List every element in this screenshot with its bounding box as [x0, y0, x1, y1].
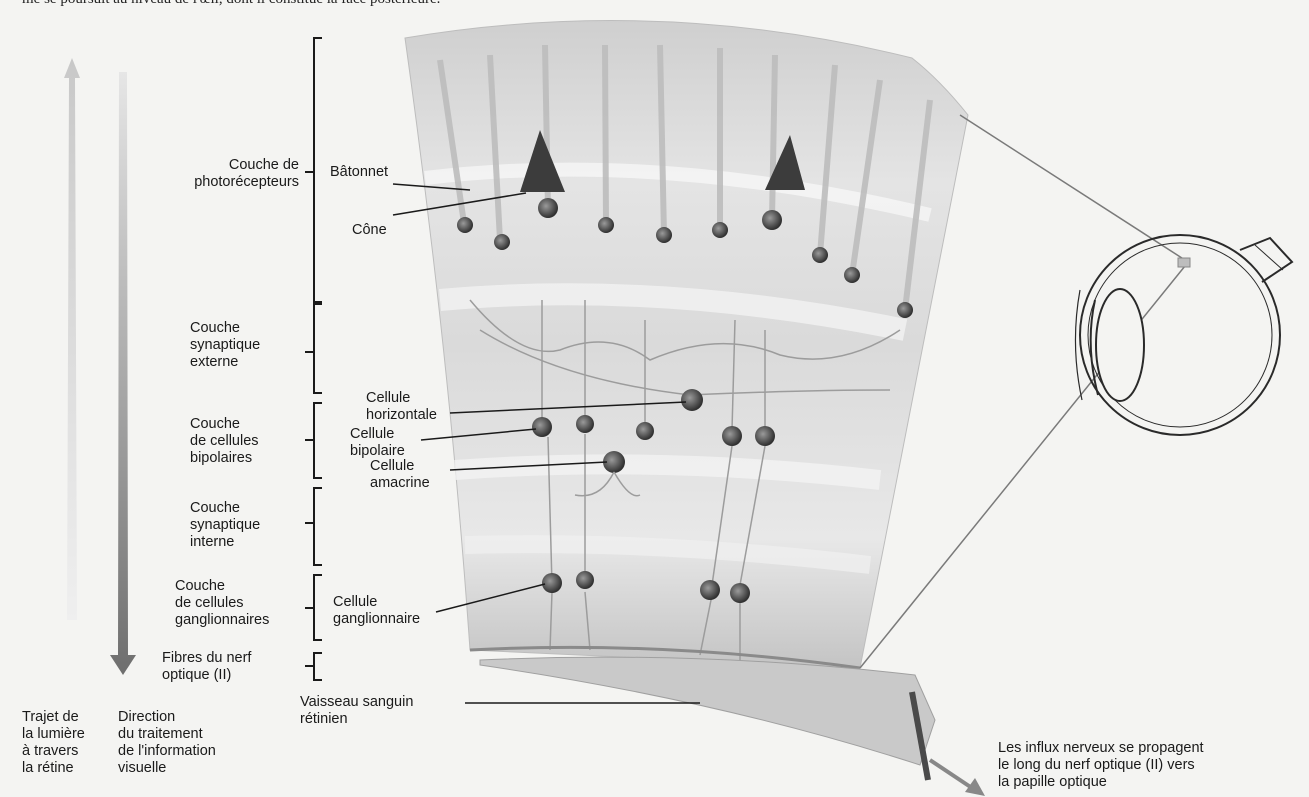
cell-body [844, 267, 860, 283]
processing-direction-label: Direction du traitement de l'information… [118, 709, 216, 777]
bipolar-cell-body [636, 422, 654, 440]
ganglion-cell-body [730, 583, 750, 603]
bipolar-cell-body [532, 417, 552, 437]
cone-label: Cône [352, 222, 387, 239]
impulse-arrow [930, 760, 972, 788]
light-path-arrow [64, 58, 80, 620]
cell-body [457, 217, 473, 233]
cell-body [897, 302, 913, 318]
layer-optic-fibers: Fibres du nerf optique (II) [162, 650, 251, 684]
bipolar-cell-label: Cellule bipolaire [350, 426, 405, 460]
light-path-label: Trajet de la lumière à travers la rétine [22, 709, 85, 777]
layer-photoreceptors: Couche de photorécepteurs [147, 157, 299, 191]
bipolar-cell-body [722, 426, 742, 446]
ganglion-cell-body [542, 573, 562, 593]
processing-direction-arrow [110, 72, 136, 675]
blood-vessel [480, 657, 935, 765]
layer-inner-synaptic: Couche synaptique interne [190, 500, 260, 551]
layer-ganglion: Couche de cellules ganglionnaires [175, 578, 269, 629]
eyeball-illustration [1075, 235, 1292, 435]
ganglion-cell-label: Cellule ganglionnaire [333, 594, 420, 628]
cell-body [812, 247, 828, 263]
cell-body [538, 198, 558, 218]
layer-outer-synaptic: Couche synaptique externe [190, 320, 260, 371]
horizontal-cell-body [681, 389, 703, 411]
horizontal-cell-label: Cellule horizontale [366, 390, 437, 424]
cell-body [656, 227, 672, 243]
layer-bipolar: Couche de cellules bipolaires [190, 416, 259, 467]
bipolar-cell-body [576, 415, 594, 433]
layer-brackets [305, 38, 322, 680]
cell-body [712, 222, 728, 238]
blood-vessel-label: Vaisseau sanguin rétinien [300, 694, 413, 728]
bipolar-cell-body [755, 426, 775, 446]
cell-body [762, 210, 782, 230]
cell-body [494, 234, 510, 250]
retina-block [405, 21, 985, 796]
ganglion-cell-body [576, 571, 594, 589]
impulse-caption: Les influx nerveux se propagent le long … [998, 740, 1204, 791]
rod-label: Bâtonnet [330, 164, 388, 181]
cell-body [598, 217, 614, 233]
amacrine-cell-label: Cellule amacrine [370, 458, 430, 492]
ganglion-cell-body [700, 580, 720, 600]
